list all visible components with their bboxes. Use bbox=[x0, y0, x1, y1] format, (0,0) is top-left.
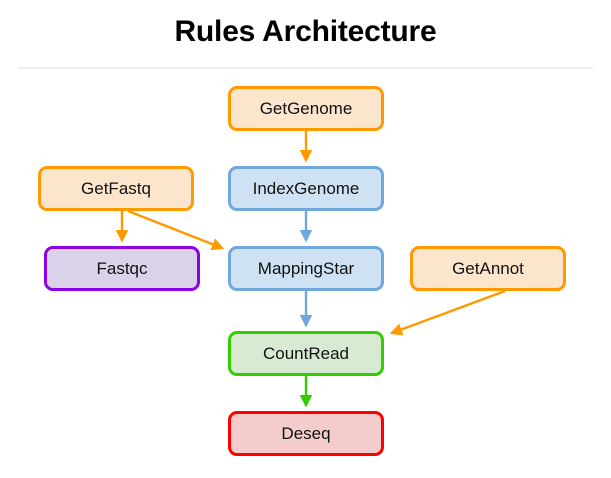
node-fastqc-label: Fastqc bbox=[96, 258, 148, 278]
node-getfastq-label: GetFastq bbox=[81, 178, 151, 198]
node-getannot-label: GetAnnot bbox=[452, 258, 524, 278]
edge-getannot-countread bbox=[389, 289, 506, 336]
node-getgenome-label: GetGenome bbox=[259, 98, 353, 118]
node-fastqc[interactable]: Fastqc bbox=[44, 246, 200, 291]
page-title: Rules Architecture bbox=[174, 15, 437, 48]
node-deseq-label: Deseq bbox=[281, 423, 331, 443]
node-mappingstar[interactable]: MappingStar bbox=[228, 246, 384, 291]
node-getgenome[interactable]: GetGenome bbox=[228, 86, 384, 131]
node-deseq[interactable]: Deseq bbox=[228, 411, 384, 456]
node-getannot[interactable]: GetAnnot bbox=[410, 246, 566, 291]
node-indexgenome[interactable]: IndexGenome bbox=[228, 166, 384, 211]
edge-getfastq-mappingstar bbox=[127, 209, 225, 251]
node-countread-label: CountRead bbox=[262, 343, 349, 363]
node-countread[interactable]: CountRead bbox=[228, 331, 384, 376]
node-getfastq[interactable]: GetFastq bbox=[38, 166, 194, 211]
node-mappingstar-label: MappingStar bbox=[257, 258, 355, 278]
node-indexgenome-label: IndexGenome bbox=[252, 178, 360, 198]
title-divider bbox=[18, 67, 593, 69]
